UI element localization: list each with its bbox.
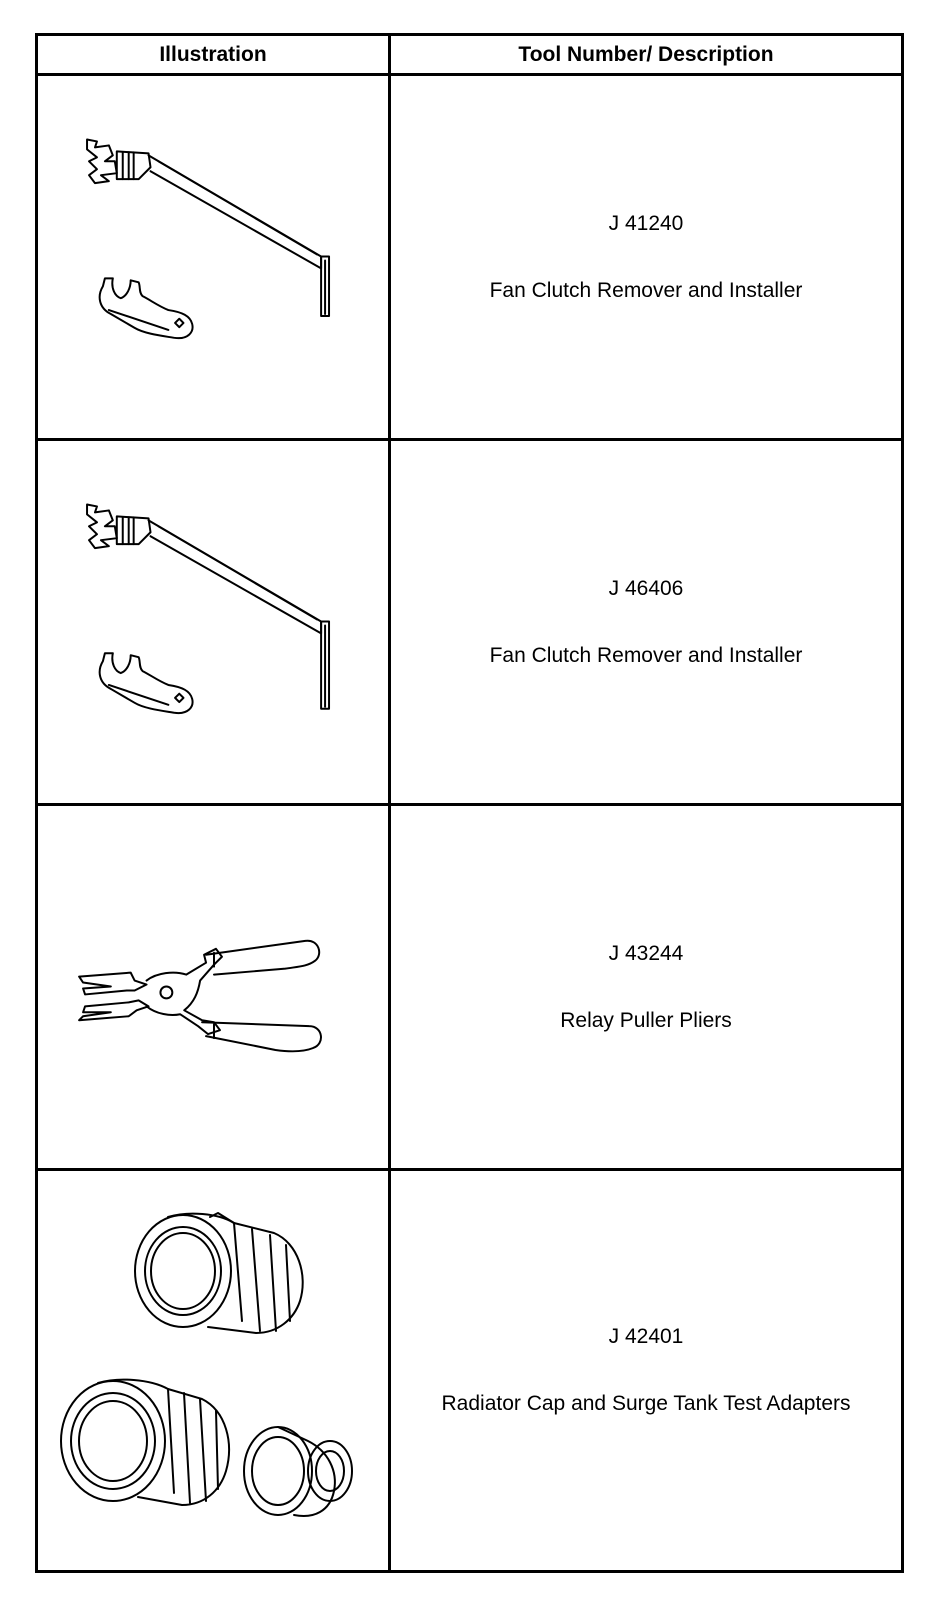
tool-table: Illustration Tool Number/ Description	[35, 33, 904, 1573]
illustration-cell	[38, 441, 388, 803]
tool-description: Fan Clutch Remover and Installer	[489, 643, 803, 667]
table-row: J 41240 Fan Clutch Remover and Installer	[38, 76, 901, 441]
tool-description: Relay Puller Pliers	[560, 1008, 732, 1032]
tool-number: J 41240	[608, 211, 684, 235]
fan-clutch-wrench-icon	[86, 138, 331, 340]
table-header: Illustration Tool Number/ Description	[38, 36, 901, 76]
header-description: Tool Number/ Description	[518, 42, 774, 66]
illustration-cell	[38, 1171, 388, 1570]
description-cell: J 43244 Relay Puller Pliers	[391, 806, 901, 1168]
test-adapters-icon	[60, 1212, 353, 1517]
header-illustration: Illustration	[159, 42, 267, 66]
fan-clutch-wrench-icon	[86, 503, 331, 715]
tool-number: J 43244	[608, 941, 684, 965]
description-cell: J 42401 Radiator Cap and Surge Tank Test…	[391, 1171, 901, 1570]
tool-number: J 46406	[608, 576, 684, 600]
table-row: J 43244 Relay Puller Pliers	[38, 806, 901, 1171]
relay-puller-pliers-icon	[78, 939, 322, 1053]
description-cell: J 46406 Fan Clutch Remover and Installer	[391, 441, 901, 803]
description-cell: J 41240 Fan Clutch Remover and Installer	[391, 76, 901, 438]
table-row: J 46406 Fan Clutch Remover and Installer	[38, 441, 901, 806]
illustration-cell	[38, 806, 388, 1168]
illustration-cell	[38, 76, 388, 438]
tool-number: J 42401	[608, 1325, 684, 1348]
table-row: J 42401 Radiator Cap and Surge Tank Test…	[38, 1171, 901, 1570]
tool-description: Radiator Cap and Surge Tank Test Adapter…	[441, 1392, 851, 1415]
tool-description: Fan Clutch Remover and Installer	[489, 278, 803, 302]
